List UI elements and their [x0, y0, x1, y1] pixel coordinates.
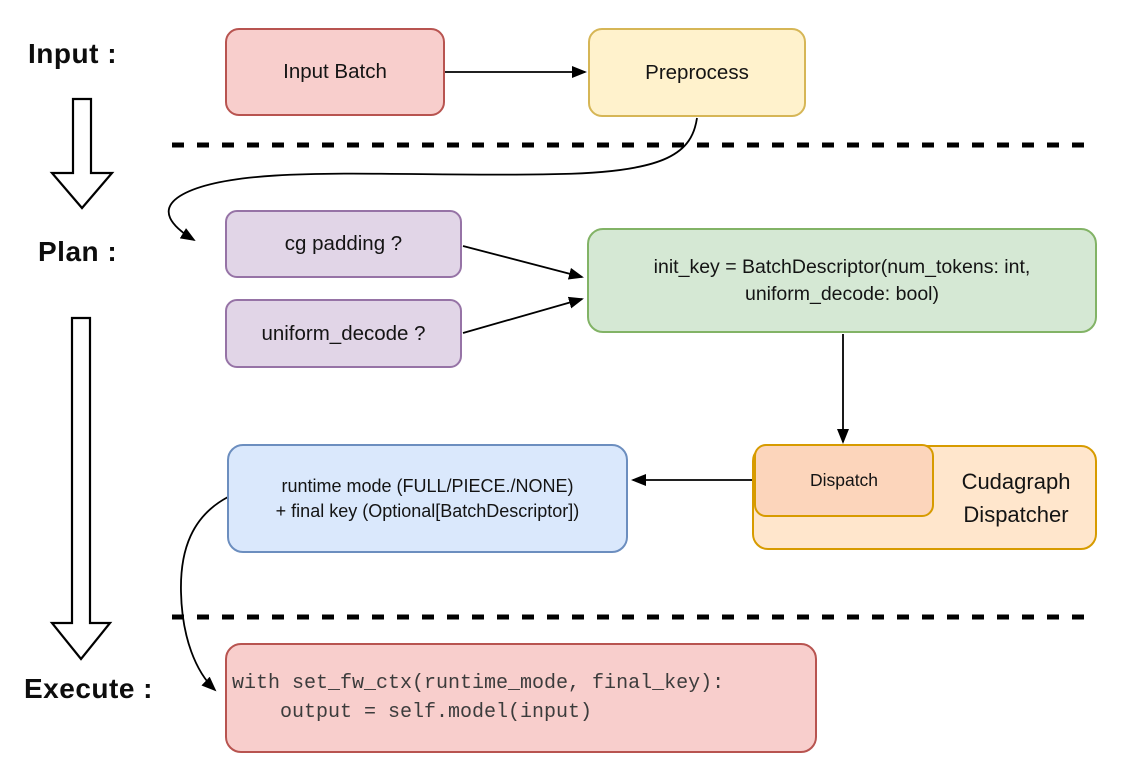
node-runtime-mode: runtime mode (FULL/PIECE./NONE) + final …	[227, 444, 628, 553]
node-runtime-mode-line1: runtime mode (FULL/PIECE./NONE)	[281, 476, 574, 497]
node-runtime-mode-line2: + final key (Optional[BatchDescriptor])	[275, 500, 580, 521]
section-label-execute: Execute :	[24, 673, 153, 704]
node-execute-code: with set_fw_ctx(runtime_mode, final_key)…	[225, 643, 817, 753]
cudagraph-label-line1: Cudagraph	[961, 468, 1071, 494]
node-input-batch: Input Batch	[225, 28, 445, 116]
node-dispatch-label: Dispatch	[809, 469, 879, 490]
node-input-batch-label: Input Batch	[283, 60, 387, 84]
stage-arrow-plan-to-execute	[49, 316, 113, 661]
connector-runtimemode-to-execute	[180, 496, 229, 692]
node-cg-padding: cg padding ?	[225, 210, 462, 278]
connector-cgpadding-to-initkey	[462, 245, 584, 280]
node-preprocess-label: Preprocess	[645, 60, 749, 84]
connector-uniformdecode-to-initkey	[462, 296, 584, 334]
node-cg-padding-label: cg padding ?	[284, 232, 403, 256]
node-dispatch: Dispatch	[754, 444, 934, 517]
node-init-key-line1: init_key = BatchDescriptor(num_tokens: i…	[653, 256, 1031, 279]
section-label-input: Input :	[28, 38, 118, 69]
node-init-key: init_key = BatchDescriptor(num_tokens: i…	[587, 228, 1097, 333]
execute-code-line2: output = self.model(input)	[232, 701, 593, 724]
node-preprocess: Preprocess	[588, 28, 806, 117]
node-cudagraph-dispatcher-label: Cudagraph Dispatcher	[935, 445, 1097, 550]
node-uniform-decode-label: uniform_decode ?	[261, 321, 426, 345]
cudagraph-label-line2: Dispatcher	[963, 501, 1069, 527]
stage-arrow-input-to-plan	[49, 97, 115, 210]
node-init-key-line2: uniform_decode: bool)	[744, 282, 940, 305]
node-uniform-decode: uniform_decode ?	[225, 299, 462, 368]
execute-code-line1: with set_fw_ctx(runtime_mode, final_key)…	[232, 672, 725, 695]
section-label-plan: Plan :	[38, 236, 118, 267]
